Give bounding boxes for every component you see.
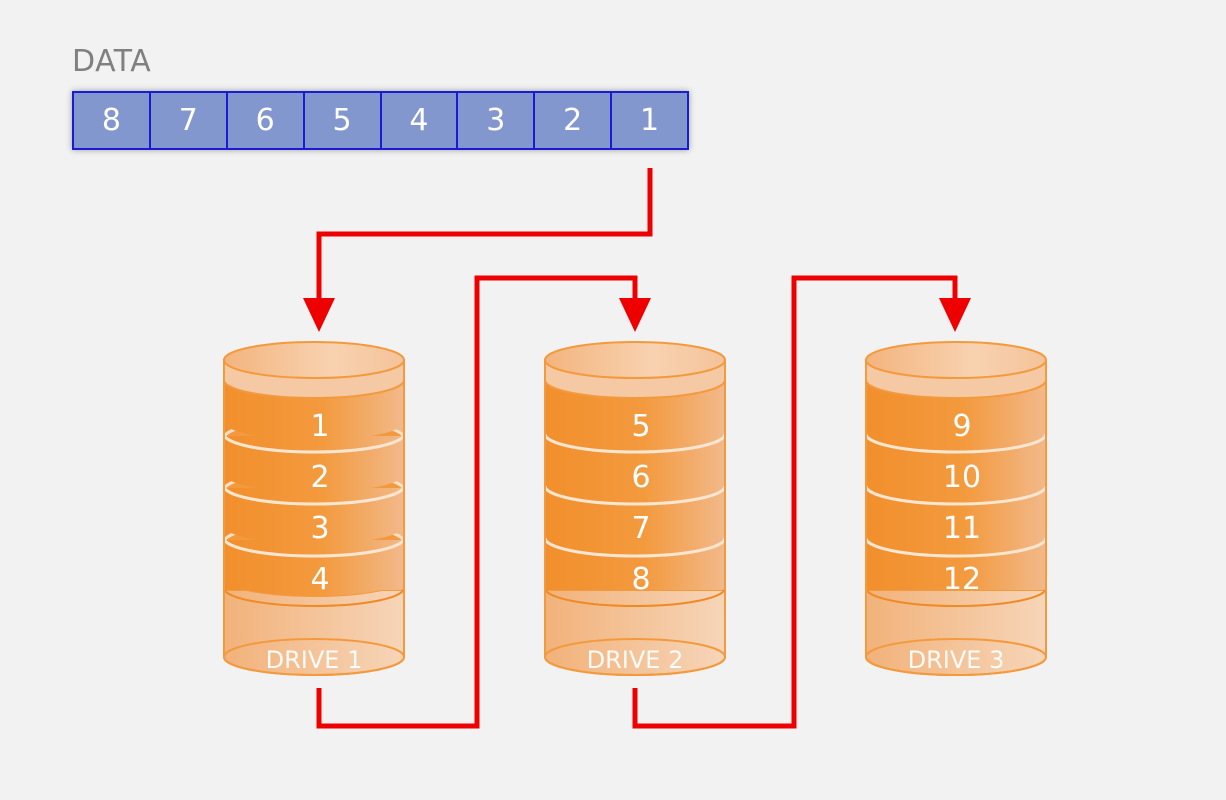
data-cell: 2 [535,93,613,148]
connector-drive1-to-drive2 [316,275,638,729]
data-cell: 1 [640,103,660,138]
drive-3: 9 10 11 12 DRIVE 3 [864,341,1048,676]
drive-block-label: 6 [631,460,650,495]
data-cell: 3 [458,93,536,148]
connector-drive2-to-drive3 [632,275,958,729]
drive-block-label: 11 [943,511,981,546]
data-cell: 8 [74,93,151,148]
drive-top [865,341,1047,379]
drive-block-label: 5 [631,409,650,444]
drive-name-label: DRIVE 1 [266,646,363,674]
arrowhead-drive2 [619,298,651,332]
drive-block-label: 1 [310,409,329,444]
data-strip: 8 7 6 5 4 3 2 1 [72,91,689,150]
data-title: DATA [72,44,152,79]
data-cell: 4 [382,93,459,148]
drive-block-label: 12 [943,562,981,597]
drive-top [223,341,405,379]
drive-block-label: 2 [310,460,329,495]
data-cell: 7 [151,93,228,148]
drive-block-label: 10 [943,460,981,495]
drive-name-label: DRIVE 2 [587,646,684,674]
data-cell: 5 [305,93,382,148]
data-cell: 6 [228,93,305,148]
drive-name-label: DRIVE 3 [908,646,1005,674]
drive-block-label: 8 [631,562,650,597]
drive-block-label: 7 [631,511,650,546]
arrowhead-drive3 [939,298,971,332]
drive-block-label: 3 [310,511,329,546]
connector-data-to-drive1 [316,168,653,300]
drive-top [544,341,726,379]
flow-connectors [303,168,971,729]
arrowhead-drive1 [303,298,335,332]
drive-1: 1 2 3 4 DRIVE 1 [222,341,406,676]
drive-2: 5 6 7 8 DRIVE 2 [543,341,727,676]
drive-block-label: 9 [952,409,971,444]
drive-block-label: 4 [310,562,329,597]
